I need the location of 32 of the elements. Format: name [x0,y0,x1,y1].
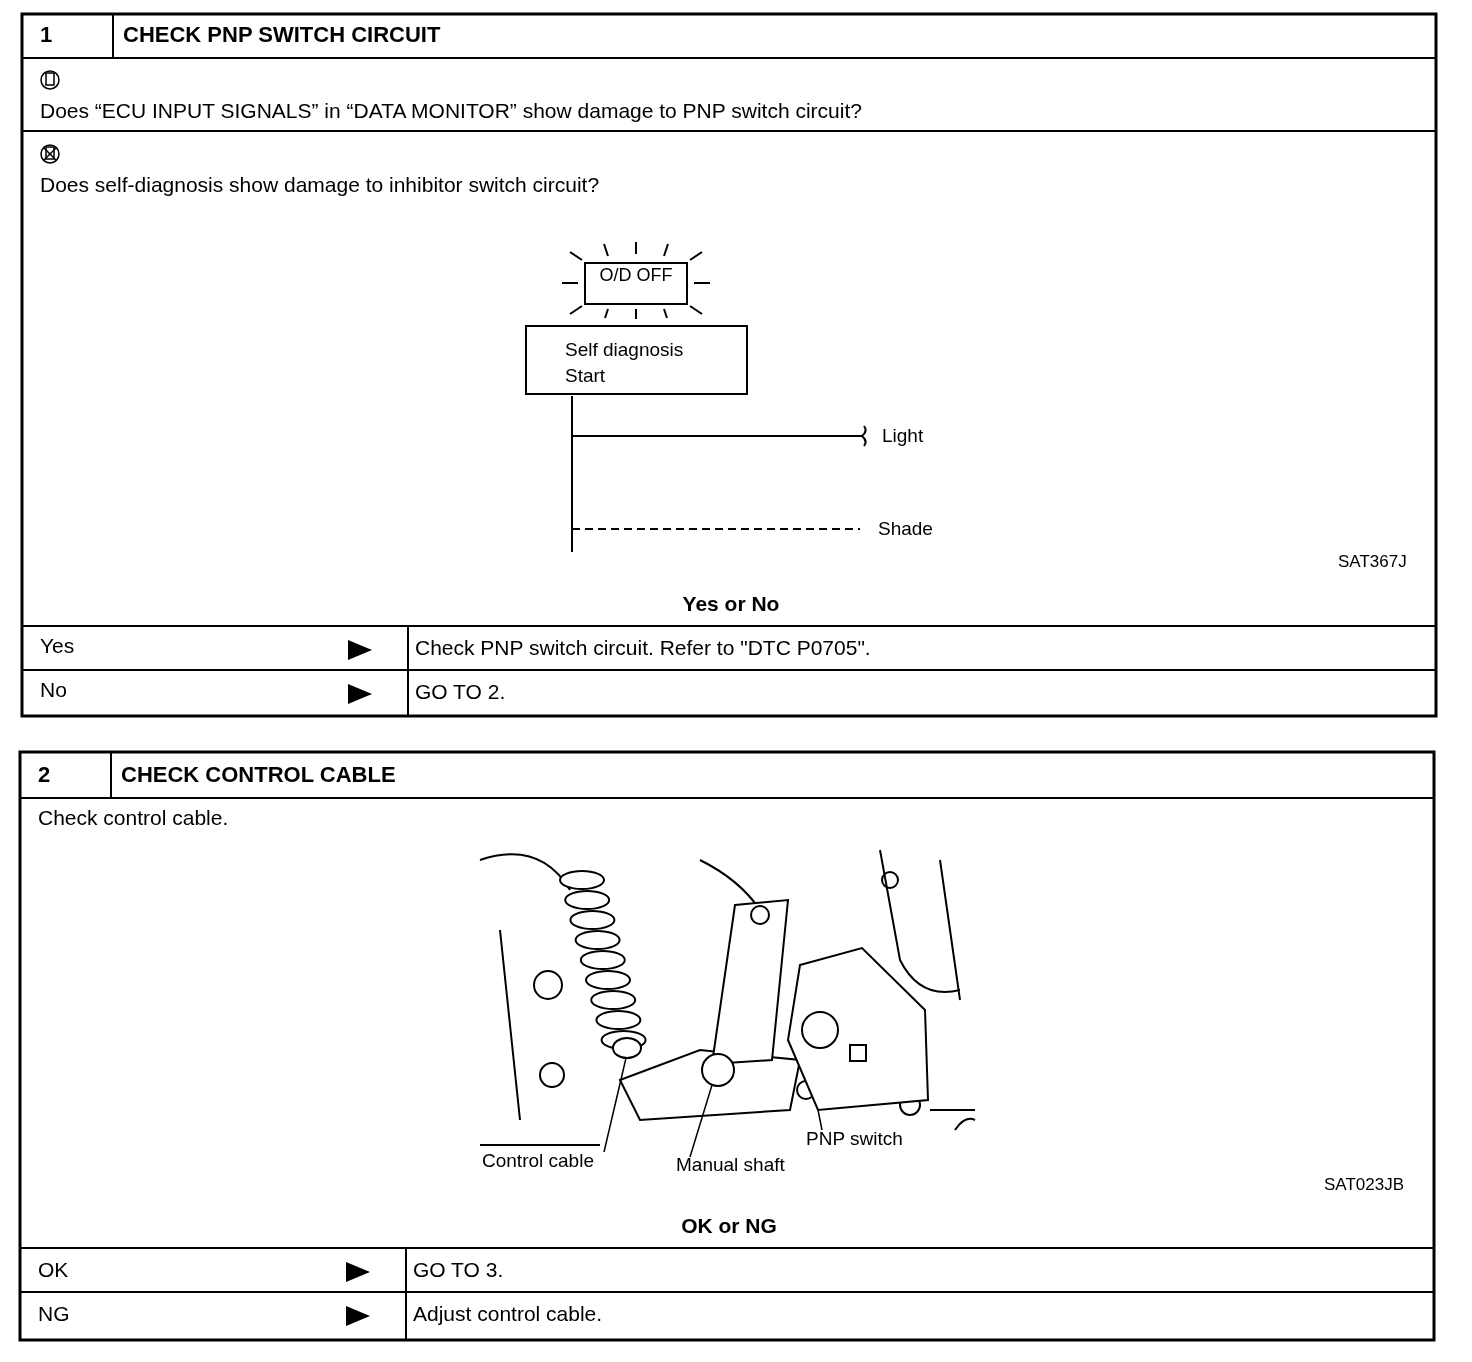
action-text: GO TO 3. [413,1258,504,1283]
part-label: Control cable [482,1150,594,1172]
part-label: Manual shaft [676,1154,785,1176]
question-text: Does “ECU INPUT SIGNALS” in “DATA MONITOR” show damage to PNP switch circuit? [40,99,862,124]
step-title: CHECK PNP SWITCH CIRCUIT [123,22,441,48]
step-number: 2 [38,762,51,788]
process-box: Self diagnosis Start [525,325,748,395]
action-text: Adjust control cable. [413,1302,603,1327]
cable-boot [559,870,647,1059]
answer-text: OK [38,1258,69,1283]
answer-text: No [40,678,67,703]
signal-label: Shade [878,518,933,540]
figure-code: SAT367J [1338,552,1407,572]
signal-label: Light [882,425,924,447]
question-text: Does self-diagnosis show damage to inhibitor switch circuit? [40,173,600,198]
indicator-lamp: O/D OFF [584,262,688,305]
answer-text: NG [38,1302,70,1327]
instruction-text: Check control cable. [38,806,229,831]
part-label: PNP switch [806,1128,903,1150]
action-text: GO TO 2. [415,680,506,705]
leader-line [689,1084,713,1158]
figure-code: SAT023JB [1324,1175,1404,1195]
action-text: Check PNP switch circuit. Refer to "DTC P0705". [415,636,871,661]
leader-line [603,1057,627,1153]
pnp-switch [786,946,930,1112]
answer-text: Yes [40,634,75,659]
step-number: 1 [40,22,53,48]
leader-line [817,1109,823,1131]
result-heading: Yes or No [682,592,780,617]
manual-shaft-lever [701,898,790,1087]
result-heading: OK or NG [681,1214,777,1239]
step-title: CHECK CONTROL CABLE [121,762,396,788]
